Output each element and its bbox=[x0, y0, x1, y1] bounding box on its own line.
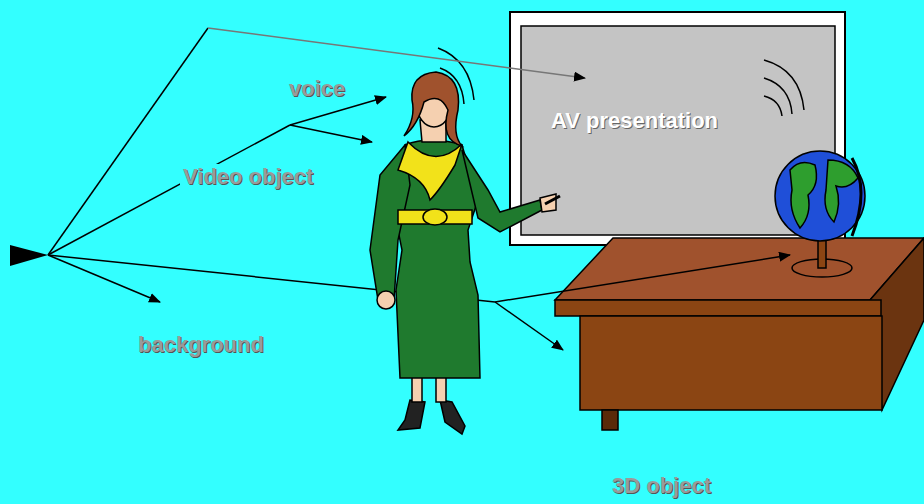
object-label: Video object bbox=[180, 164, 316, 189]
object-label: voice bbox=[286, 76, 348, 101]
teacher-figure bbox=[370, 72, 560, 434]
object-label: 3D object bbox=[609, 473, 714, 498]
screen-box: AV presentation bbox=[521, 26, 835, 235]
root-arrow bbox=[10, 245, 48, 266]
object-label: background bbox=[135, 332, 267, 357]
screen-frame bbox=[510, 12, 845, 245]
screen-title: AV presentation bbox=[551, 108, 718, 134]
globe bbox=[775, 151, 865, 277]
sound-waves bbox=[438, 48, 804, 116]
desk bbox=[555, 238, 924, 430]
